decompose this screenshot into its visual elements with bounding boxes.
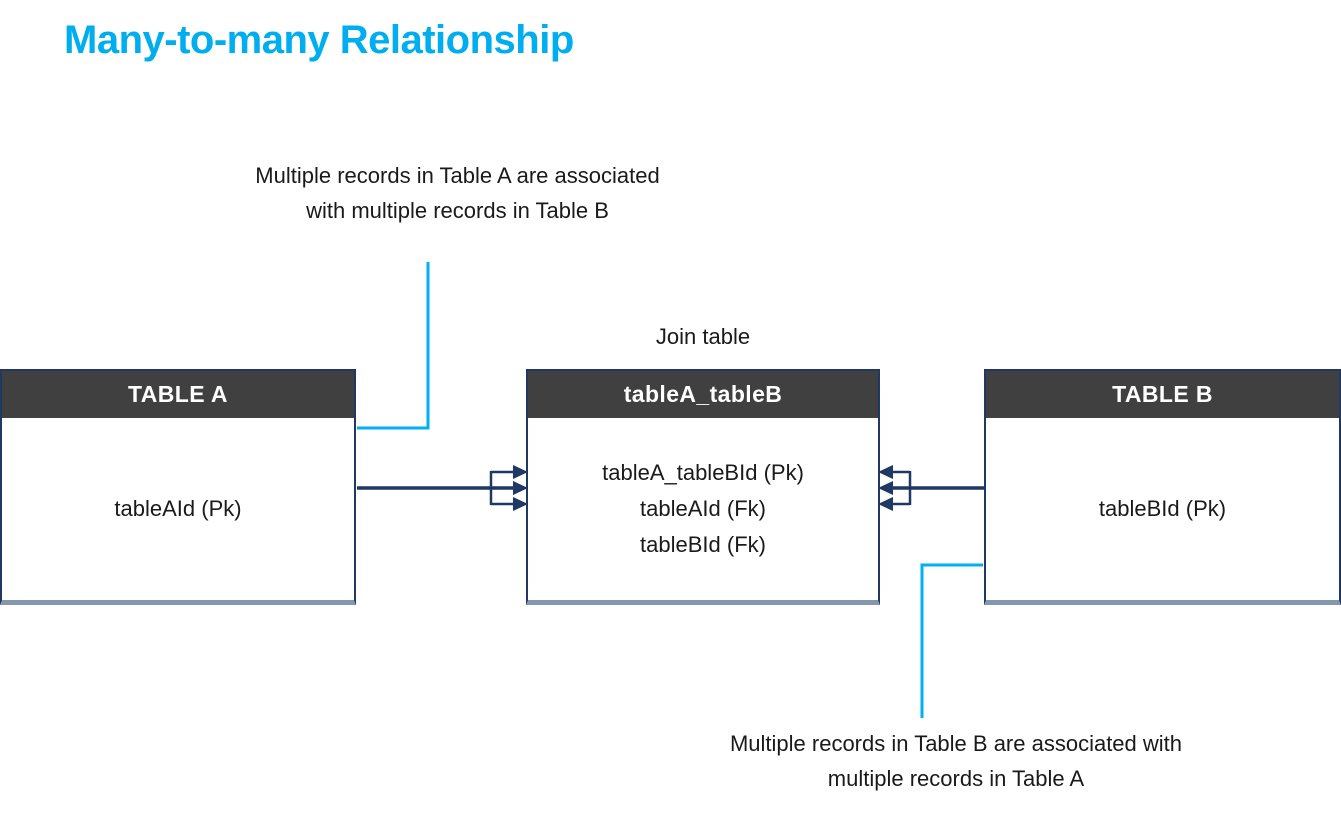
field-join-fk-a: tableAId (Fk) [640,496,766,521]
field-table-b-id: tableBId (Pk) [1098,496,1227,521]
relationship-a-fork-branches [491,470,514,506]
annotation-table-b-line2: multiple records in Table A [827,766,1085,791]
page-title: Many-to-many Relationship [64,18,574,62]
entity-table-a-header: TABLE A [2,371,354,418]
entity-join-table-body: tableA_tableBId (Pk) tableAId (Fk) table… [528,418,878,600]
relationship-a-join [357,465,528,511]
annotation-table-a-line2: with multiple records in Table B [306,198,609,223]
entity-table-b-header: TABLE B [986,371,1339,418]
callout-line-annotation-a [357,262,430,430]
arrowhead-icon [878,481,893,495]
entity-table-b-body: tableBId (Pk) [986,418,1339,600]
annotation-table-b-line1: Multiple records in Table B are associat… [729,731,1183,756]
relationship-b-fork-branches [892,470,910,506]
annotation-table-a: Multiple records in Table A are associat… [195,158,720,228]
field-table-a-id: tableAId (Pk) [114,496,242,521]
field-join-pk: tableA_tableBId (Pk) [602,460,804,485]
field-join-fk-b: tableBId (Fk) [640,532,766,557]
annotation-table-a-line1: Multiple records in Table A are associat… [255,163,660,188]
entity-join-table-header: tableA_tableB [528,371,878,418]
join-table-label: Join table [655,324,751,349]
callout-line-annotation-b [920,563,983,718]
entity-join-table: tableA_tableB tableA_tableBId (Pk) table… [526,369,880,605]
entity-table-a: TABLE A tableAId (Pk) [0,369,356,605]
entity-table-a-body: tableAId (Pk) [2,418,354,600]
entity-table-b: TABLE B tableBId (Pk) [984,369,1341,605]
arrowhead-icon [878,465,893,479]
annotation-table-b: Multiple records in Table B are associat… [650,726,1262,796]
relationship-b-join [878,465,984,511]
arrowhead-icon [878,497,893,511]
